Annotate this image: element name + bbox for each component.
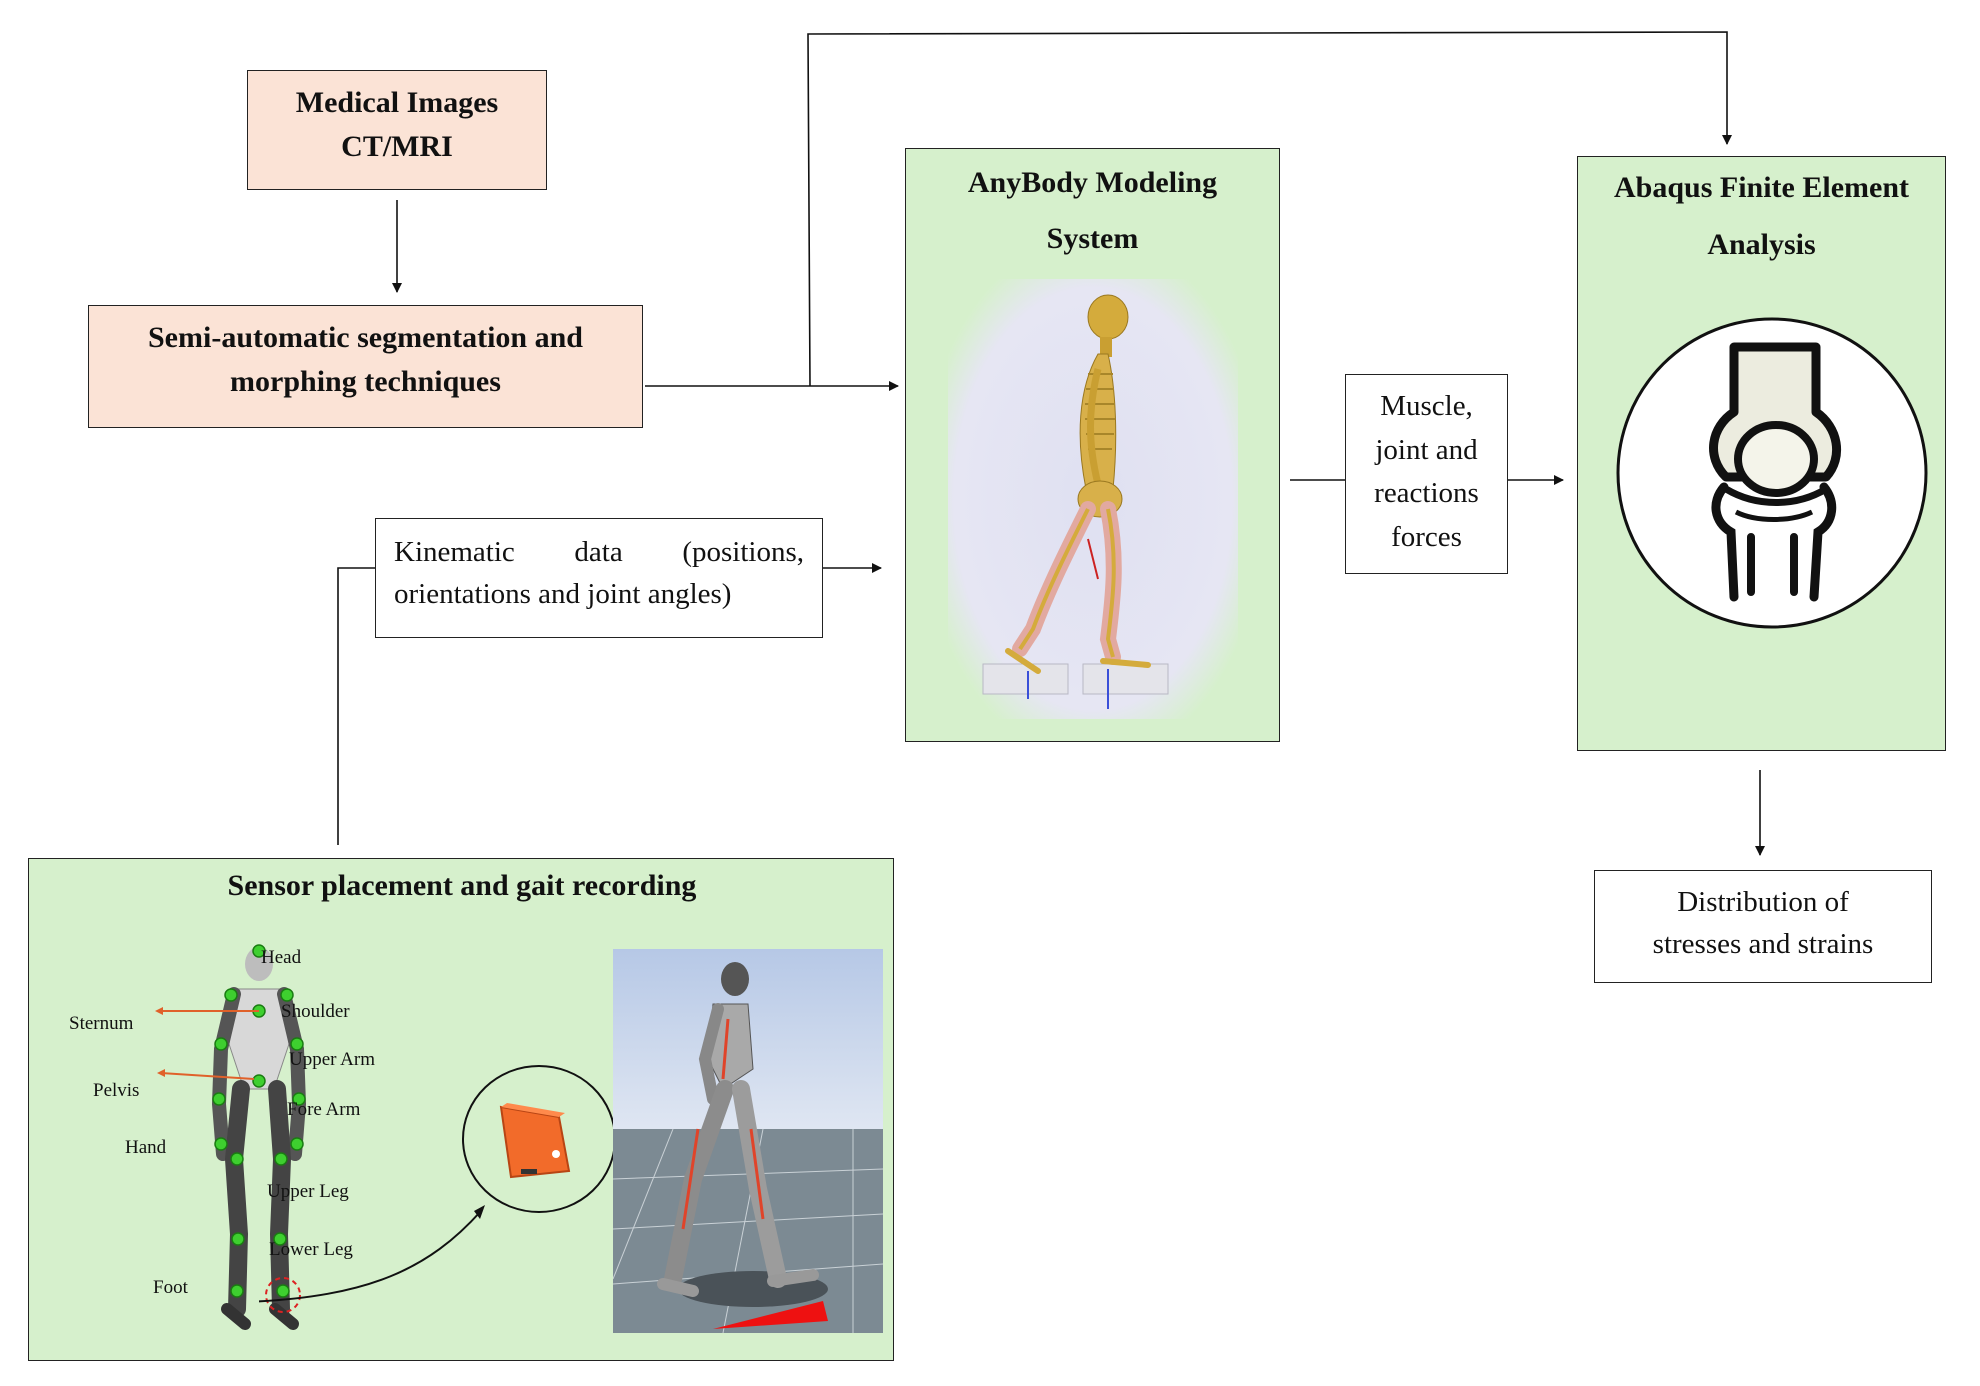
abaqus-box: Abaqus Finite Element Analysis: [1577, 156, 1946, 751]
abaqus-title: Abaqus Finite Element Analysis: [1578, 157, 1945, 273]
kinematic-line2: orientations and joint angles): [394, 578, 732, 611]
forces-line4: forces: [1391, 520, 1462, 553]
medical-images-line2: CT/MRI: [341, 129, 453, 163]
sensor-pointers: [155, 1007, 259, 1080]
anybody-title: AnyBody Modeling System: [906, 149, 1279, 266]
distribution-line2: stresses and strains: [1652, 928, 1874, 961]
anybody-title-line1: AnyBody Modeling: [967, 166, 1218, 199]
sensor-panel: Sensor placement and gait recording Head…: [28, 858, 894, 1361]
sensor-device-callout: [259, 1065, 616, 1303]
label-sternum: Sternum: [69, 1013, 134, 1034]
label-upper-arm: Upper Arm: [289, 1049, 376, 1070]
line-sensor-to-kinematic: [337, 567, 375, 845]
musculoskeletal-model-image: [948, 279, 1238, 719]
segmentation-line1: Semi-automatic segmentation and: [148, 321, 583, 354]
label-foot: Foot: [153, 1277, 188, 1298]
label-head: Head: [261, 947, 302, 968]
label-shoulder: Shoulder: [281, 1001, 350, 1022]
kinematic-line1: Kinematic data (positions,: [394, 536, 804, 568]
abaqus-title-line1: Abaqus Finite Element: [1613, 171, 1910, 204]
label-fore-arm: Fore Arm: [287, 1099, 361, 1120]
label-hand: Hand: [125, 1137, 167, 1158]
label-pelvis: Pelvis: [93, 1080, 140, 1101]
distribution-box: Distribution of stresses and strains: [1594, 870, 1932, 983]
knee-joint-icon: [1616, 317, 1928, 629]
medical-images-line1: Medical Images: [295, 86, 499, 119]
label-lower-leg: Lower Leg: [269, 1239, 353, 1260]
segmentation-line2: morphing techniques: [230, 364, 501, 398]
anybody-title-line2: System: [1046, 221, 1139, 255]
forces-line1: Muscle,: [1380, 390, 1473, 422]
segmentation-box: Semi-automatic segmentation and morphing…: [88, 305, 643, 428]
gait-recording-scene: [613, 949, 883, 1333]
label-upper-leg: Upper Leg: [267, 1181, 349, 1202]
abaqus-title-line2: Analysis: [1707, 228, 1816, 261]
anybody-box: AnyBody Modeling System: [905, 148, 1280, 742]
kinematic-data-box: Kinematic data (positions, orientations …: [375, 518, 823, 638]
sensor-device-icon: [499, 1103, 571, 1179]
forces-line2: joint and: [1375, 433, 1478, 466]
forces-line3: reactions: [1374, 477, 1479, 509]
medical-images-box: Medical Images CT/MRI: [247, 70, 547, 190]
distribution-line1: Distribution of: [1677, 886, 1849, 918]
sensor-panel-title: Sensor placement and gait recording: [227, 869, 697, 902]
forces-box: Muscle, joint and reactions forces: [1345, 374, 1508, 574]
